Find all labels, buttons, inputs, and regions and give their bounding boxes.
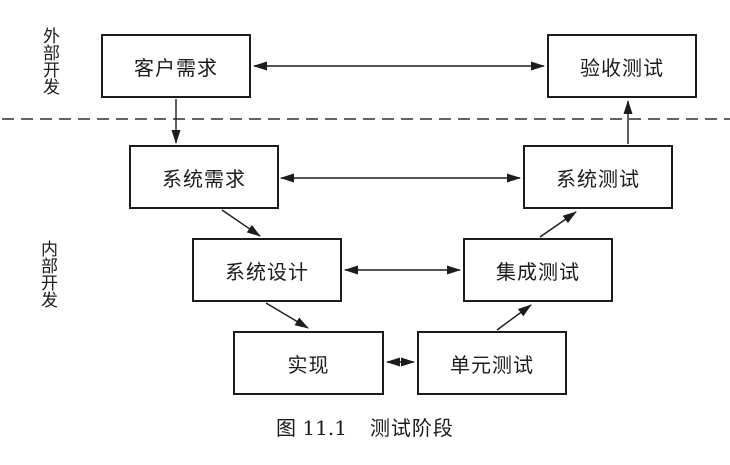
box-system-requirements: 系统需求 [129, 145, 279, 209]
box-implementation: 实现 [233, 331, 384, 395]
box-integration-test: 集成测试 [463, 238, 613, 302]
arrow-unit-test-to-integration-test [496, 304, 532, 331]
box-unit-test: 单元测试 [417, 331, 567, 395]
arrow-integration-test-to-system-test [539, 211, 577, 238]
box-acceptance-test: 验收测试 [547, 34, 697, 98]
figure-caption: 图 11.1 测试阶段 [0, 412, 730, 441]
box-customer-requirements: 客户需求 [101, 34, 251, 98]
internal-development-label: 内部开发 [37, 240, 57, 308]
box-system-design: 系统设计 [192, 238, 342, 302]
box-system-test: 系统测试 [523, 145, 673, 209]
arrow-system-design-to-implementation [265, 302, 309, 329]
arrow-system-requirements-to-system-design [221, 209, 261, 237]
figure-caption-label: 图 11.1 [276, 416, 347, 440]
external-development-label: 外部开发 [39, 27, 59, 95]
figure-caption-title: 测试阶段 [369, 416, 454, 440]
